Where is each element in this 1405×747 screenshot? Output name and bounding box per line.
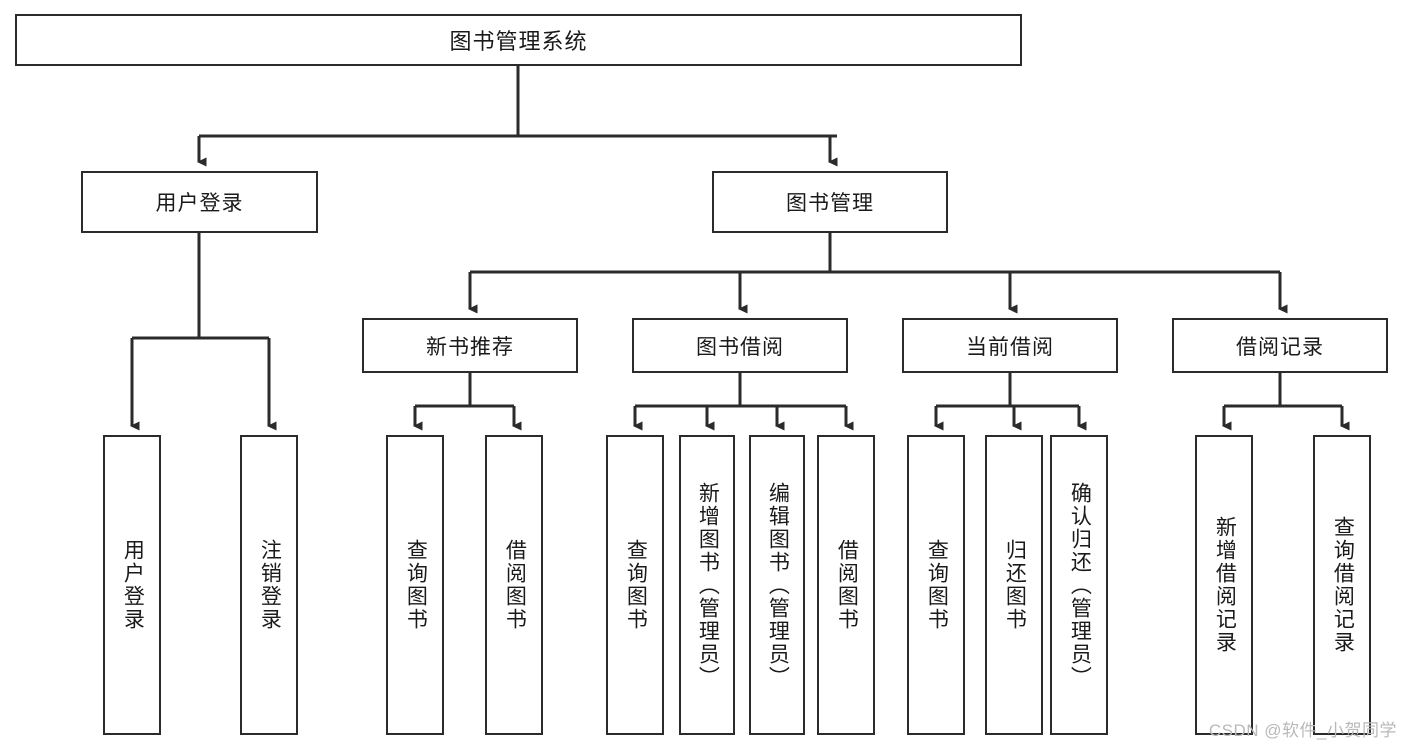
node-book-manage[interactable]: 图书管理 <box>712 171 948 233</box>
node-leaf-query-book-1[interactable]: 查询图书 <box>386 435 444 735</box>
node-leaf-query-book-2[interactable]: 查询图书 <box>606 435 664 735</box>
node-book-borrow[interactable]: 图书借阅 <box>632 318 848 373</box>
node-leaf-borrow-book-1[interactable]: 借阅图书 <box>485 435 543 735</box>
node-leaf-logout[interactable]: 注销登录 <box>240 435 298 735</box>
node-book-borrow-label: 图书借阅 <box>696 335 784 359</box>
node-borrow-record[interactable]: 借阅记录 <box>1172 318 1388 373</box>
node-leaf-confirm-return[interactable]: 确认归还（管理员） <box>1050 435 1108 735</box>
node-leaf-borrow-book-2[interactable]: 借阅图书 <box>817 435 875 735</box>
node-leaf-query-book-3[interactable]: 查询图书 <box>907 435 965 735</box>
node-leaf-edit-book[interactable]: 编辑图书（管理员） <box>749 435 805 735</box>
node-leaf-confirm-return-label: 确认归还（管理员） <box>1068 481 1092 689</box>
node-leaf-user-login-label: 用户登录 <box>121 539 145 631</box>
node-current-borrow[interactable]: 当前借阅 <box>902 318 1118 373</box>
node-user-login-label: 用户登录 <box>155 192 244 215</box>
node-leaf-add-record-label: 新增借阅记录 <box>1213 516 1237 654</box>
node-leaf-query-book-2-label: 查询图书 <box>624 539 648 631</box>
node-root[interactable]: 图书管理系统 <box>15 14 1022 66</box>
node-new-book-recommend[interactable]: 新书推荐 <box>362 318 578 373</box>
node-current-borrow-label: 当前借阅 <box>966 335 1054 359</box>
node-leaf-query-record-label: 查询借阅记录 <box>1331 516 1355 654</box>
node-leaf-add-book-label: 新增图书（管理员） <box>696 481 720 689</box>
node-new-book-recommend-label: 新书推荐 <box>426 335 514 359</box>
node-leaf-query-book-1-label: 查询图书 <box>404 539 428 631</box>
node-book-manage-label: 图书管理 <box>786 192 874 215</box>
node-leaf-return-book[interactable]: 归还图书 <box>985 435 1043 735</box>
node-leaf-add-record[interactable]: 新增借阅记录 <box>1195 435 1253 735</box>
node-user-login[interactable]: 用户登录 <box>81 171 318 233</box>
node-leaf-return-book-label: 归还图书 <box>1003 539 1027 631</box>
node-leaf-query-book-3-label: 查询图书 <box>925 539 949 631</box>
watermark: CSDN @软件_小贺同学 <box>1208 721 1397 740</box>
node-leaf-borrow-book-1-label: 借阅图书 <box>503 539 527 631</box>
node-leaf-query-record[interactable]: 查询借阅记录 <box>1313 435 1371 735</box>
node-leaf-borrow-book-2-label: 借阅图书 <box>835 539 859 631</box>
node-borrow-record-label: 借阅记录 <box>1236 335 1324 359</box>
node-leaf-add-book[interactable]: 新增图书（管理员） <box>679 435 735 735</box>
node-leaf-edit-book-label: 编辑图书（管理员） <box>766 481 790 689</box>
node-leaf-user-login[interactable]: 用户登录 <box>103 435 161 735</box>
node-root-label: 图书管理系统 <box>449 29 588 54</box>
node-leaf-logout-label: 注销登录 <box>258 539 282 631</box>
